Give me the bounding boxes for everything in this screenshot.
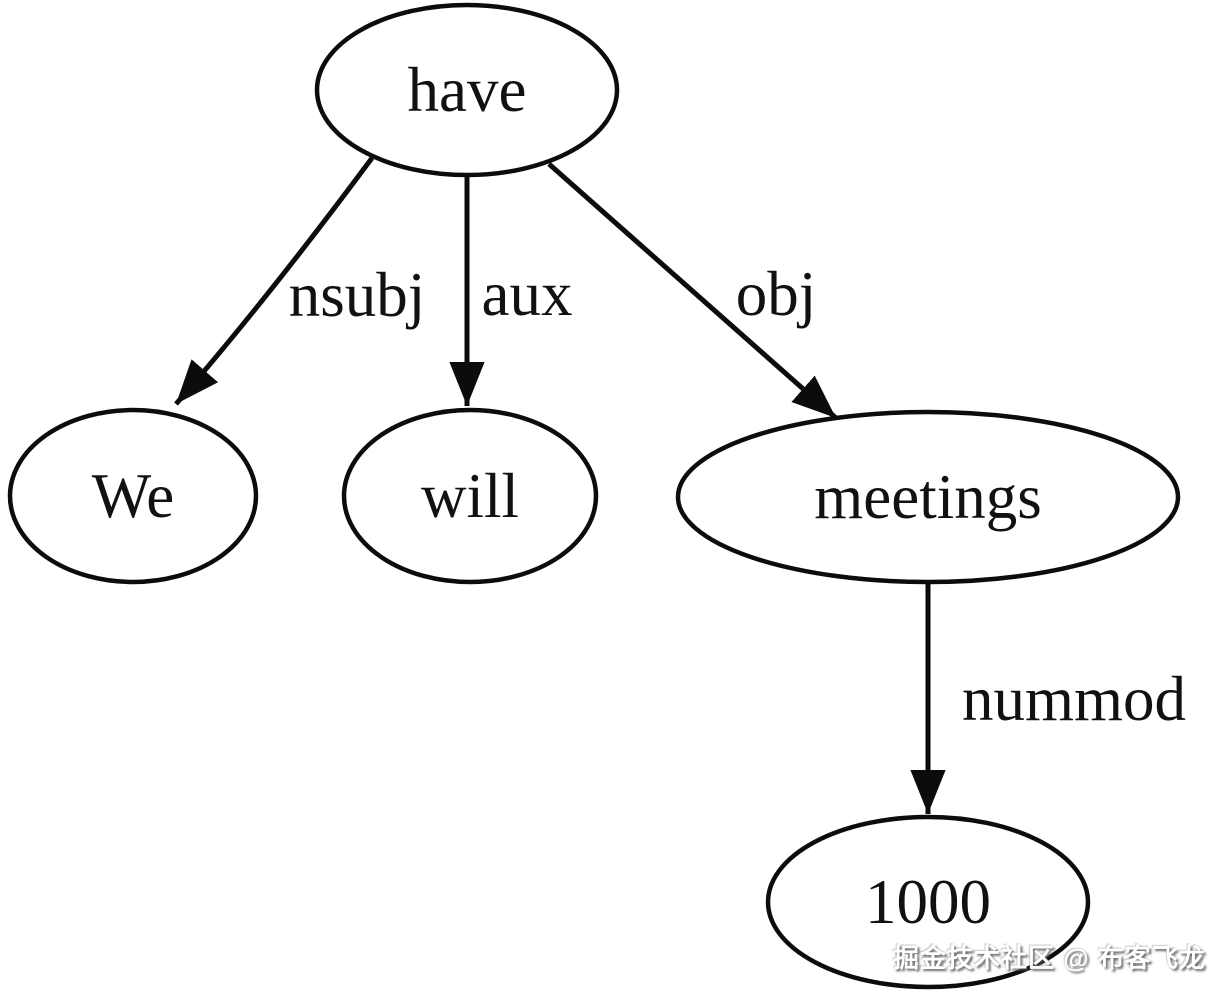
node-meetings: meetings xyxy=(675,409,1181,585)
node-meetings-label: meetings xyxy=(814,462,1041,532)
edges xyxy=(174,156,946,814)
edge-label-aux: aux xyxy=(482,259,573,329)
node-we-ellipse xyxy=(7,407,259,585)
node-have-ellipse xyxy=(314,2,620,178)
node-1000-label: 1000 xyxy=(865,867,991,937)
edge-label-nsubj: nsubj xyxy=(289,260,426,330)
node-1000-ellipse xyxy=(765,814,1091,990)
edge-obj xyxy=(547,162,838,420)
node-will-ellipse xyxy=(341,407,599,585)
node-we: We xyxy=(7,407,259,585)
edge-label-obj: obj xyxy=(736,259,817,329)
node-have-label: have xyxy=(408,55,527,125)
edge-label-nummod: nummod xyxy=(962,664,1186,734)
edge-labels: nsubj aux obj nummod xyxy=(289,259,1186,734)
node-have: have xyxy=(314,2,620,178)
node-will-label: will xyxy=(421,461,519,531)
node-will: will xyxy=(341,407,599,585)
nodes: have We will meetings 1000 xyxy=(7,2,1181,990)
node-we-label: We xyxy=(92,461,174,531)
edge-nsubj xyxy=(174,156,375,406)
node-1000: 1000 xyxy=(765,814,1091,990)
node-meetings-ellipse xyxy=(675,409,1181,585)
